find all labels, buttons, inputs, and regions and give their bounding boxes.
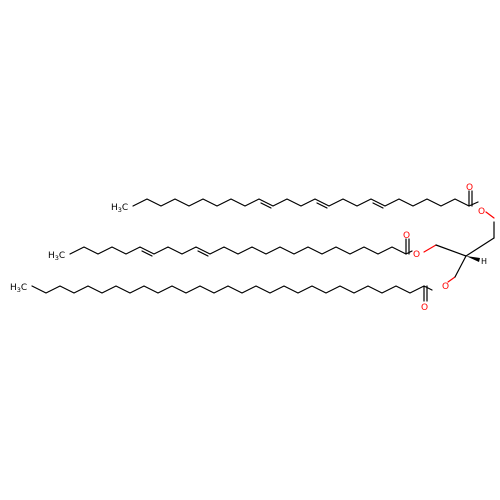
chain-bottom-backbone: [31, 285, 433, 294]
double-bond-middle-2: [197, 250, 209, 257]
methyl-bottom: H3C: [10, 283, 27, 294]
glycerol-bond-4: [454, 255, 467, 278]
glycerol-backbone: [435, 221, 495, 278]
methyl-middle: H3C: [48, 251, 65, 262]
double-bond-middle-1: [141, 250, 153, 257]
stereo-wedge: [466, 256, 480, 262]
double-bond-top-1: [260, 202, 272, 209]
chain-middle-backbone: [69, 246, 413, 255]
oxygen-carbonyl-bottom: O: [421, 303, 428, 313]
ester-bond-middle: [423, 244, 437, 253]
double-bond-top-3: [372, 202, 384, 209]
oxygen-carbonyl-middle: O: [403, 231, 410, 241]
double-bond-top-2: [316, 202, 328, 209]
methyl-top: H3C: [111, 203, 128, 214]
ester-bond-bottom: [447, 276, 456, 283]
chain-top: [132, 190, 495, 219]
oxygen-carbonyl-top: O: [466, 183, 473, 193]
atom-labels: O O O O O O H H3C H3C H3C: [10, 183, 487, 313]
chain-top-backbone: [132, 198, 479, 207]
oxygen-ester-bottom: O: [442, 282, 449, 292]
glycerol-bond-2: [465, 237, 495, 257]
oxygen-ester-top: O: [478, 207, 485, 217]
glycerol-bond-3: [435, 244, 467, 257]
hydrogen-stereo: H: [481, 257, 487, 266]
ester-bond-top: [485, 211, 495, 219]
chain-bottom: [31, 276, 456, 302]
chain-middle: [69, 238, 437, 257]
oxygen-ester-middle: O: [413, 250, 420, 260]
